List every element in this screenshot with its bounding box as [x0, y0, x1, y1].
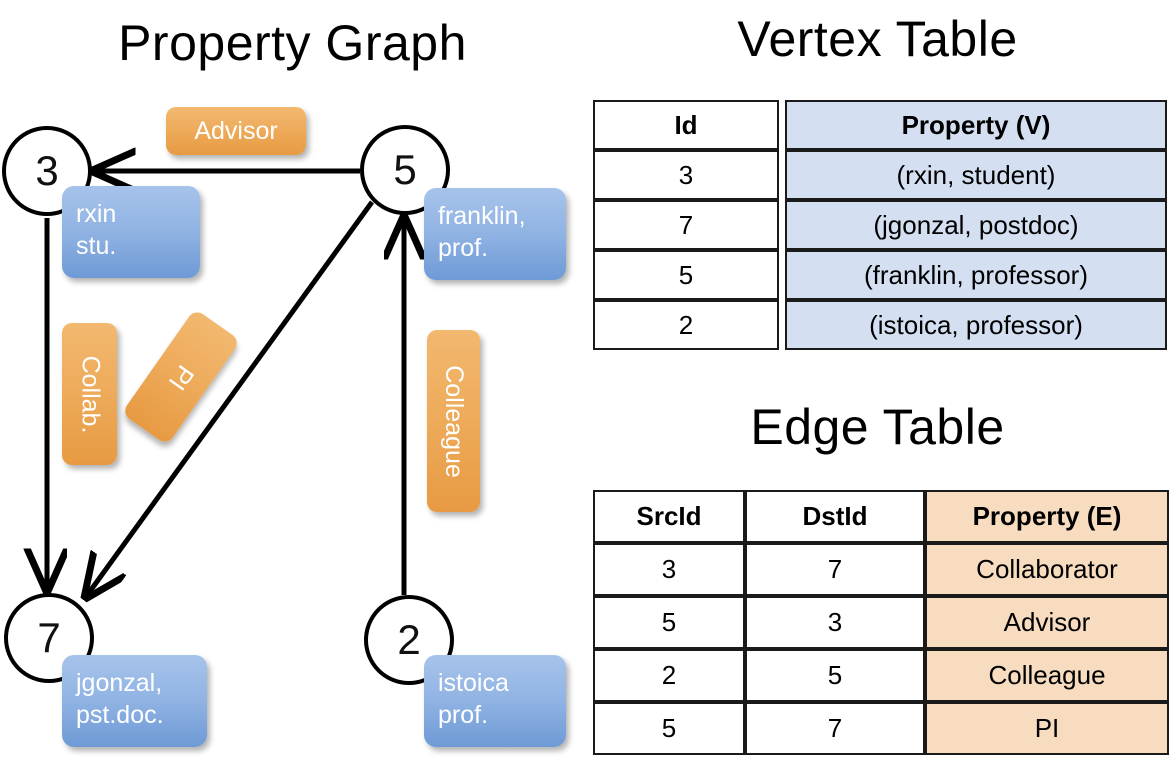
graph-vertex-2[interactable]: 2: [364, 595, 454, 685]
edge-table-cell-srcid: 5: [593, 596, 745, 649]
vertex-property-box-istoica: istoica prof.: [424, 655, 566, 747]
edge-label-box-collab: Collab.: [62, 323, 117, 465]
vertex-property-line-1: franklin,: [438, 202, 526, 230]
vertex-table: Id Property (V) 3 (rxin, student) 7 (jgo…: [593, 100, 1167, 350]
page-title-edge-table: Edge Table: [750, 399, 1005, 455]
edge-table-cell-property: Colleague: [925, 649, 1169, 702]
vertex-table-header-property: Property (V): [785, 100, 1167, 150]
table-row: 5 7 PI: [593, 702, 1169, 755]
edge-table-cell-property: Collaborator: [925, 543, 1169, 596]
vertex-table-header-id: Id: [593, 100, 779, 150]
table-header-row: Id Property (V): [593, 100, 1167, 150]
edge-table-header-property: Property (E): [925, 490, 1169, 543]
edge-table-cell-srcid: 5: [593, 702, 745, 755]
table-row: 5 (franklin, professor): [593, 250, 1167, 300]
graph-vertex-3[interactable]: 3: [2, 126, 92, 216]
edge-table: SrcId DstId Property (E) 3 7 Collaborato…: [593, 490, 1169, 755]
table-row: 3 7 Collaborator: [593, 543, 1169, 596]
page-title-property-graph: Property Graph: [118, 15, 467, 71]
vertex-property-box-rxin: rxin stu.: [62, 186, 200, 278]
edge-table-cell-srcid: 2: [593, 649, 745, 702]
vertex-property-line-1: jgonzal,: [76, 669, 163, 697]
graph-vertex-7[interactable]: 7: [4, 593, 94, 683]
vertex-property-line-2: prof.: [438, 701, 489, 729]
table-row: 2 (istoica, professor): [593, 300, 1167, 350]
vertex-table-cell-property: (rxin, student): [785, 150, 1167, 200]
edge-table-cell-dstid: 5: [745, 649, 925, 702]
edge-table-cell-dstid: 7: [745, 702, 925, 755]
vertex-property-line-1: istoica: [438, 669, 509, 697]
table-row: 2 5 Colleague: [593, 649, 1169, 702]
vertex-table-cell-id: 7: [593, 200, 779, 250]
vertex-table-cell-property: (istoica, professor): [785, 300, 1167, 350]
vertex-property-line-2: pst.doc.: [76, 701, 164, 729]
edge-label-box-colleague: Colleague: [427, 330, 480, 512]
edge-arrow-pi-5-to-7: [88, 200, 375, 594]
edge-table-cell-property: PI: [925, 702, 1169, 755]
vertex-table-cell-property: (franklin, professor): [785, 250, 1167, 300]
edge-table-cell-srcid: 3: [593, 543, 745, 596]
table-row: 7 (jgonzal, postdoc): [593, 200, 1167, 250]
vertex-property-line-2: stu.: [76, 232, 117, 260]
edge-label-text: Collab.: [76, 355, 105, 433]
edge-label-box-advisor: Advisor: [166, 107, 306, 155]
edge-table-cell-property: Advisor: [925, 596, 1169, 649]
table-row: 5 3 Advisor: [593, 596, 1169, 649]
edge-table-header-srcid: SrcId: [593, 490, 745, 543]
edge-table-cell-dstid: 7: [745, 543, 925, 596]
edge-label-text: Advisor: [194, 116, 278, 145]
vertex-property-line-2: prof.: [438, 234, 489, 262]
edge-table-header-dstid: DstId: [745, 490, 925, 543]
page-title-vertex-table: Vertex Table: [737, 11, 1018, 67]
vertex-property-box-jgonzal: jgonzal, pst.doc.: [62, 655, 207, 747]
vertex-property-line-1: rxin: [76, 200, 117, 228]
vertex-table-cell-id: 3: [593, 150, 779, 200]
table-header-row: SrcId DstId Property (E): [593, 490, 1169, 543]
edge-table-cell-dstid: 3: [745, 596, 925, 649]
vertex-table-cell-id: 2: [593, 300, 779, 350]
vertex-table-cell-property: (jgonzal, postdoc): [785, 200, 1167, 250]
edge-label-text: Colleague: [440, 364, 468, 478]
vertex-table-cell-id: 5: [593, 250, 779, 300]
edge-label-text: PI: [163, 359, 200, 395]
table-row: 3 (rxin, student): [593, 150, 1167, 200]
vertex-property-box-franklin: franklin, prof.: [424, 188, 566, 280]
